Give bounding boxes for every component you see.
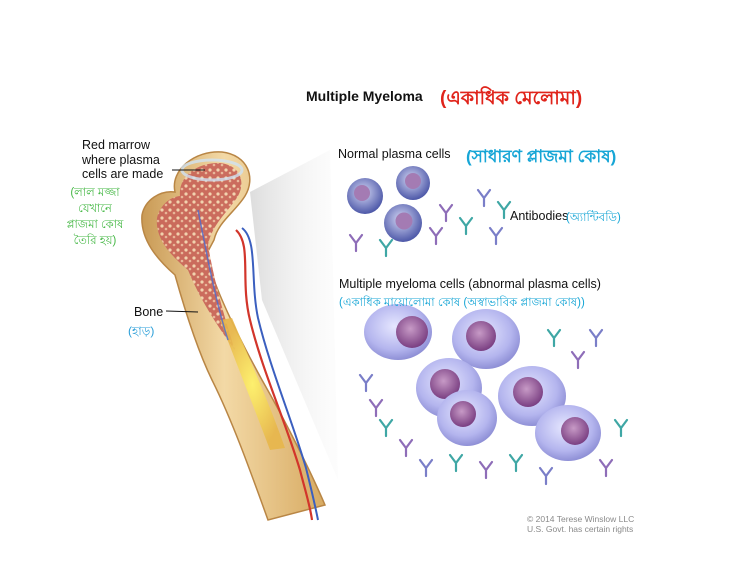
antibodies-label: Antibodies [510,209,569,223]
bone-pointer [165,310,199,313]
red-marrow-label: Red marrow where plasma cells are made [82,138,164,181]
myeloma-cells [364,304,601,461]
bone-label-bengali: (হাড়) [128,324,155,338]
artery-vessel [235,229,314,521]
antibodies-label-bengali: (অ্যান্টিবডি) [566,212,621,224]
antibodies [348,188,629,486]
normal-cells-label: Normal plasma cells [338,147,451,161]
femur-bone-illustration [141,151,327,521]
myeloma-cells-label: Multiple myeloma cells (abnormal plasma … [339,277,601,291]
title-bengali: (একাধিক মেলোমা) [440,88,583,109]
magnification-beam [250,150,338,480]
vein-vessel [241,227,319,521]
title-english: Multiple Myeloma [306,88,423,104]
myeloma-cells-label-bengali: (একাধিক মায়োলোমা কোষ (অস্বাভাবিক প্লাজম… [339,297,585,309]
normal-plasma-cells [347,166,430,242]
normal-cells-label-bengali: (সাধারণ প্লাজমা কোষ) [466,147,617,166]
bone-label: Bone [134,305,164,319]
copyright-notice: © 2014 Terese Winslow LLC U.S. Govt. has… [527,514,635,534]
red-marrow-label-bengali: (লাল মজ্জা যেখানে প্লাজমা কোষ তৈরি হয়) [66,187,124,247]
